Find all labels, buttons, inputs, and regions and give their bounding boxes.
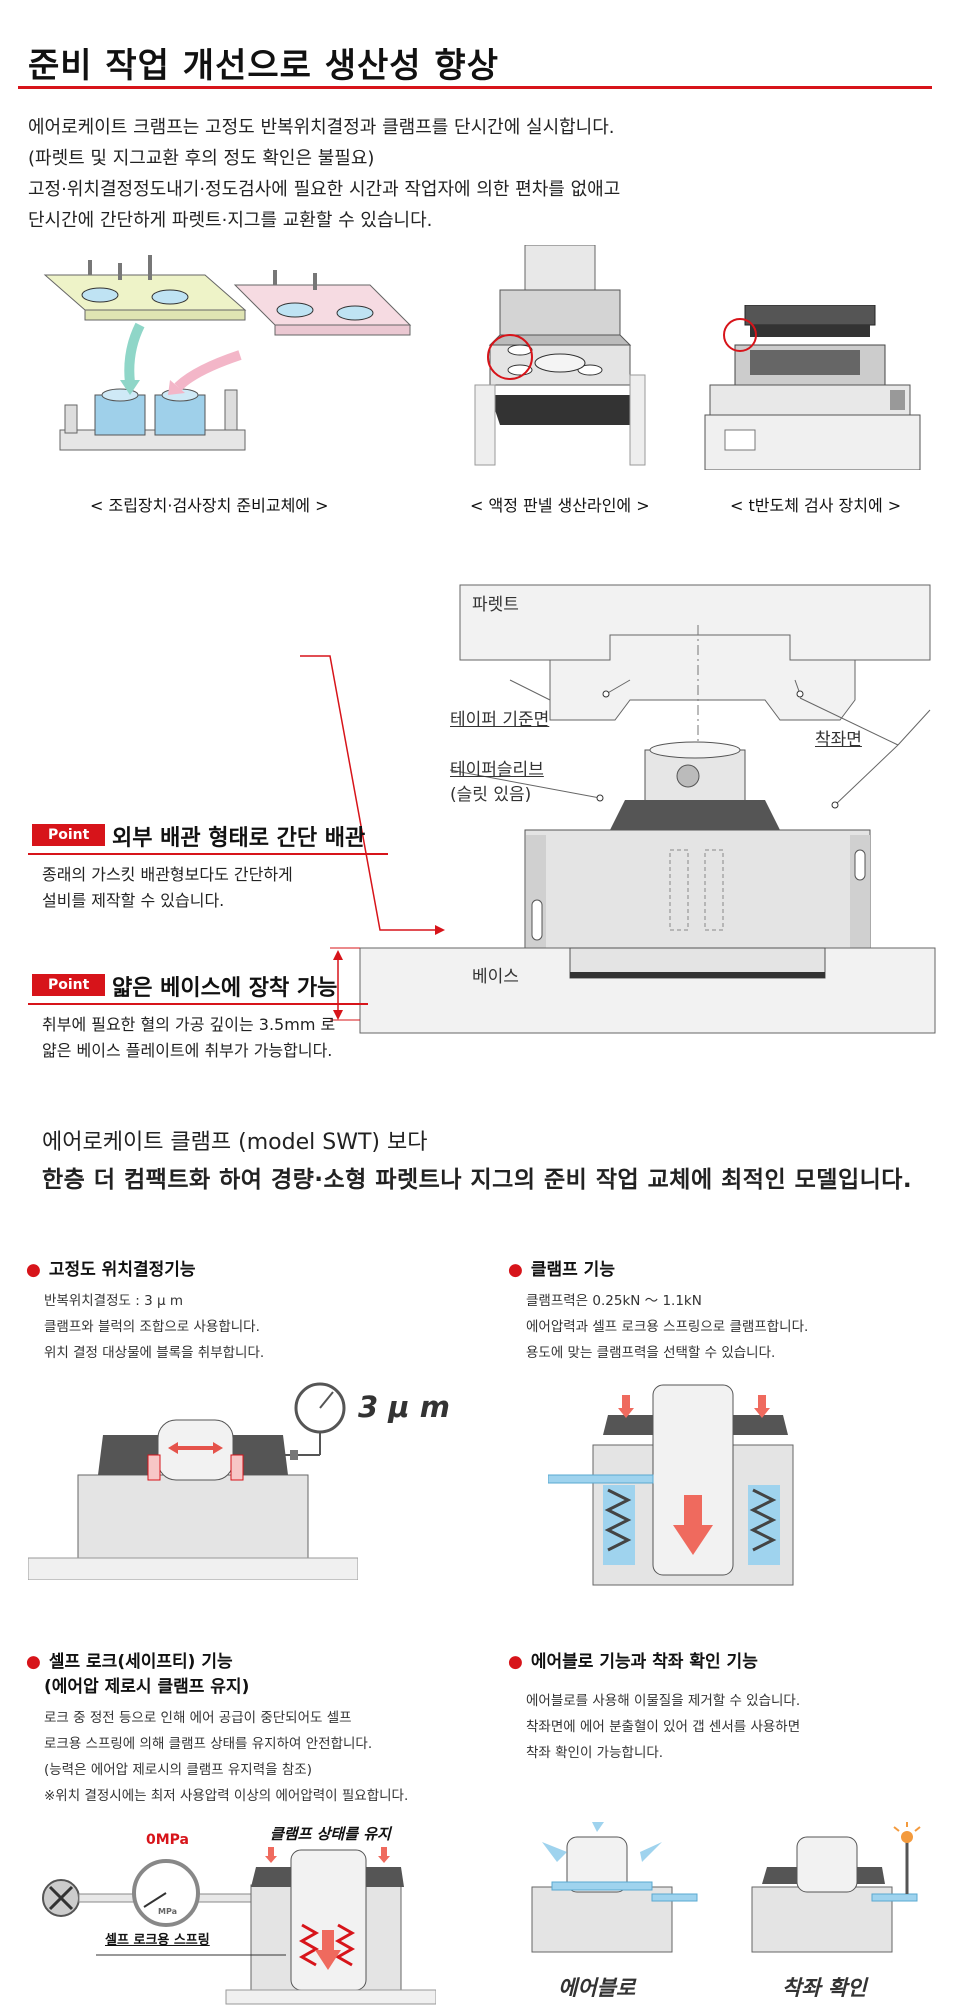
point-heading: 얇은 베이스에 장착 가능	[112, 976, 338, 1001]
seat-check-illustration	[751, 1822, 921, 1953]
feature-line: 로크 중 정전 등으로 인해 에어 공급이 중단되어도 셀프	[44, 1710, 352, 1726]
lcd-line-illustration	[474, 245, 646, 466]
feature-heading: ● 셀프 로크(세이프티) 기능	[26, 1647, 233, 1672]
feature-title: 에어블로 기능과 착좌 확인 기능	[530, 1652, 758, 1672]
point-line: 설비를 제작할 수 있습니다.	[42, 891, 225, 910]
point-line: 종래의 가스킷 배관형보다도 간단하게	[42, 865, 293, 884]
point-line: 취부에 필요한 혈의 가공 깊이는 3.5mm 로	[42, 1015, 336, 1034]
page-title: 준비 작업 개선으로 생산성 향상	[28, 46, 499, 86]
feature-line: 에어압력과 셀프 로크용 스프링으로 클램프합니다.	[526, 1319, 809, 1335]
label-base: 베이스	[472, 967, 519, 987]
hold-label: 클램프 상태를 유지	[270, 1825, 391, 1843]
gauge-unit: MPa	[158, 1907, 178, 1916]
intro-text: 에어로케이트 크램프는 고정도 반복위치결정과 클램프를 단시간에 실시합니다.…	[28, 112, 620, 236]
feature-line: 위치 결정 대상물에 블록을 취부합니다.	[44, 1345, 265, 1361]
airblow-illustration	[531, 1822, 698, 1953]
selflock-illustration	[42, 1847, 436, 2005]
feature-line: 착좌면에 에어 분출혈이 있어 갭 센서를 사용하면	[526, 1719, 801, 1735]
point-line: 얇은 베이스 플레이트에 취부가 가능합니다.	[42, 1041, 333, 1060]
clamp-illustration	[548, 1384, 794, 1586]
intro-line: 에어로케이트 크램프는 고정도 반복위치결정과 클램프를 단시간에 실시합니다.	[28, 117, 615, 138]
caption-assembly: < 조립장치·검사장치 준비교체에 >	[90, 496, 329, 515]
compare-emphasis: 한층 더 컴팩트화 하여 경량·소형 파렛트나 지그의 준비 작업 교체에 최적…	[42, 1167, 913, 1193]
feature-description: 에어블로를 사용해 이물질을 제거할 수 있습니다. 착좌면에 에어 분출혈이 …	[526, 1688, 800, 1766]
precision-value: 3 μ m	[358, 1390, 450, 1424]
caption-lcd: < 액정 판넬 생산라인에 >	[470, 496, 650, 515]
point-badge: Point	[32, 824, 106, 846]
bullet-icon: ●	[508, 1652, 523, 1672]
intro-line: (파렛트 및 지그교환 후의 정도 확인은 불필요)	[28, 148, 375, 169]
feature-description: 클램프력은 0.25kN ～ 1.1kN 에어압력과 셀프 로크용 스프링으로 …	[526, 1288, 808, 1366]
feature-line: (능력은 에어압 제로시의 클램프 유지력을 참조)	[44, 1762, 312, 1778]
gauge-reading: 0MPa	[146, 1832, 190, 1848]
caption-semiconductor: < t반도체 검사 장치에 >	[730, 496, 902, 515]
point-description: 종래의 가스킷 배관형보다도 간단하게 설비를 제작할 수 있습니다.	[42, 862, 293, 914]
point-divider	[28, 1003, 368, 1005]
feature-line: 클램프와 블럭의 조합으로 사용합니다.	[44, 1319, 260, 1335]
feature-description: 로크 중 정전 등으로 인해 에어 공급이 중단되어도 셀프 로크용 스프링에 …	[44, 1705, 408, 1809]
feature-heading: ● 에어블로 기능과 착좌 확인 기능	[508, 1647, 758, 1672]
feature-line: 클램프력은 0.25kN ～ 1.1kN	[526, 1293, 702, 1309]
spring-label: 셀프 로크용 스프링	[105, 1933, 210, 1948]
airblow-label: 에어블로	[558, 1976, 636, 2000]
bullet-icon: ●	[508, 1260, 523, 1280]
intro-line: 단시간에 간단하게 파렛트·지그를 교환할 수 있습니다.	[28, 210, 433, 231]
label-seat-surface: 착좌면	[815, 730, 862, 750]
bullet-icon: ●	[26, 1260, 41, 1280]
feature-description: 반복위치결정도 : 3 μ m 클램프와 블럭의 조합으로 사용합니다. 위치 …	[44, 1288, 264, 1366]
feature-line: 착좌 확인이 가능합니다.	[526, 1745, 664, 1761]
seat-check-label: 착좌 확인	[782, 1976, 867, 2000]
feature-line: 용도에 맞는 클램프력을 선택할 수 있습니다.	[526, 1345, 776, 1361]
label-taper-reference: 테이퍼 기준면	[450, 710, 550, 730]
label-slit: (슬릿 있음)	[450, 785, 532, 805]
label-taper-sleeve: 테이퍼슬리브	[450, 760, 544, 780]
bullet-icon: ●	[26, 1652, 41, 1672]
feature-line: 로크용 스프링에 의해 클램프 상태를 유지하여 안전합니다.	[44, 1736, 373, 1752]
clamp-cross-section	[300, 584, 936, 1034]
feature-line: ※위치 결정시에는 최저 사용압력 이상의 에어압력이 필요합니다.	[44, 1788, 409, 1804]
feature-subtitle: (에어압 제로시 클램프 유지)	[44, 1677, 250, 1697]
feature-heading: ● 고정도 위치결정기능	[26, 1255, 196, 1280]
feature-title: 고정도 위치결정기능	[48, 1260, 196, 1280]
feature-title: 셀프 로크(세이프티) 기능	[48, 1652, 233, 1672]
point-badge: Point	[32, 974, 106, 996]
point-description: 취부에 필요한 혈의 가공 깊이는 3.5mm 로 얇은 베이스 플레이트에 취…	[42, 1012, 335, 1064]
point-heading: 외부 배관 형태로 간단 배관	[112, 826, 366, 851]
feature-title: 클램프 기능	[530, 1260, 615, 1280]
semiconductor-illustration	[704, 305, 921, 470]
title-divider	[18, 86, 932, 89]
assembly-illustration	[43, 255, 412, 451]
compare-line: 에어로케이트 클램프 (model SWT) 보다	[42, 1130, 428, 1155]
point-divider	[28, 853, 388, 855]
intro-line: 고정·위치결정정도내기·정도검사에 필요한 시간과 작업자에 의한 편차를 없애…	[28, 179, 621, 200]
feature-heading: ● 클램프 기능	[508, 1255, 615, 1280]
label-pallet: 파렛트	[472, 595, 519, 615]
positioning-illustration	[28, 1382, 358, 1580]
feature-line: 에어블로를 사용해 이물질을 제거할 수 있습니다.	[526, 1693, 801, 1709]
feature-line: 반복위치결정도 : 3 μ m	[44, 1293, 183, 1309]
